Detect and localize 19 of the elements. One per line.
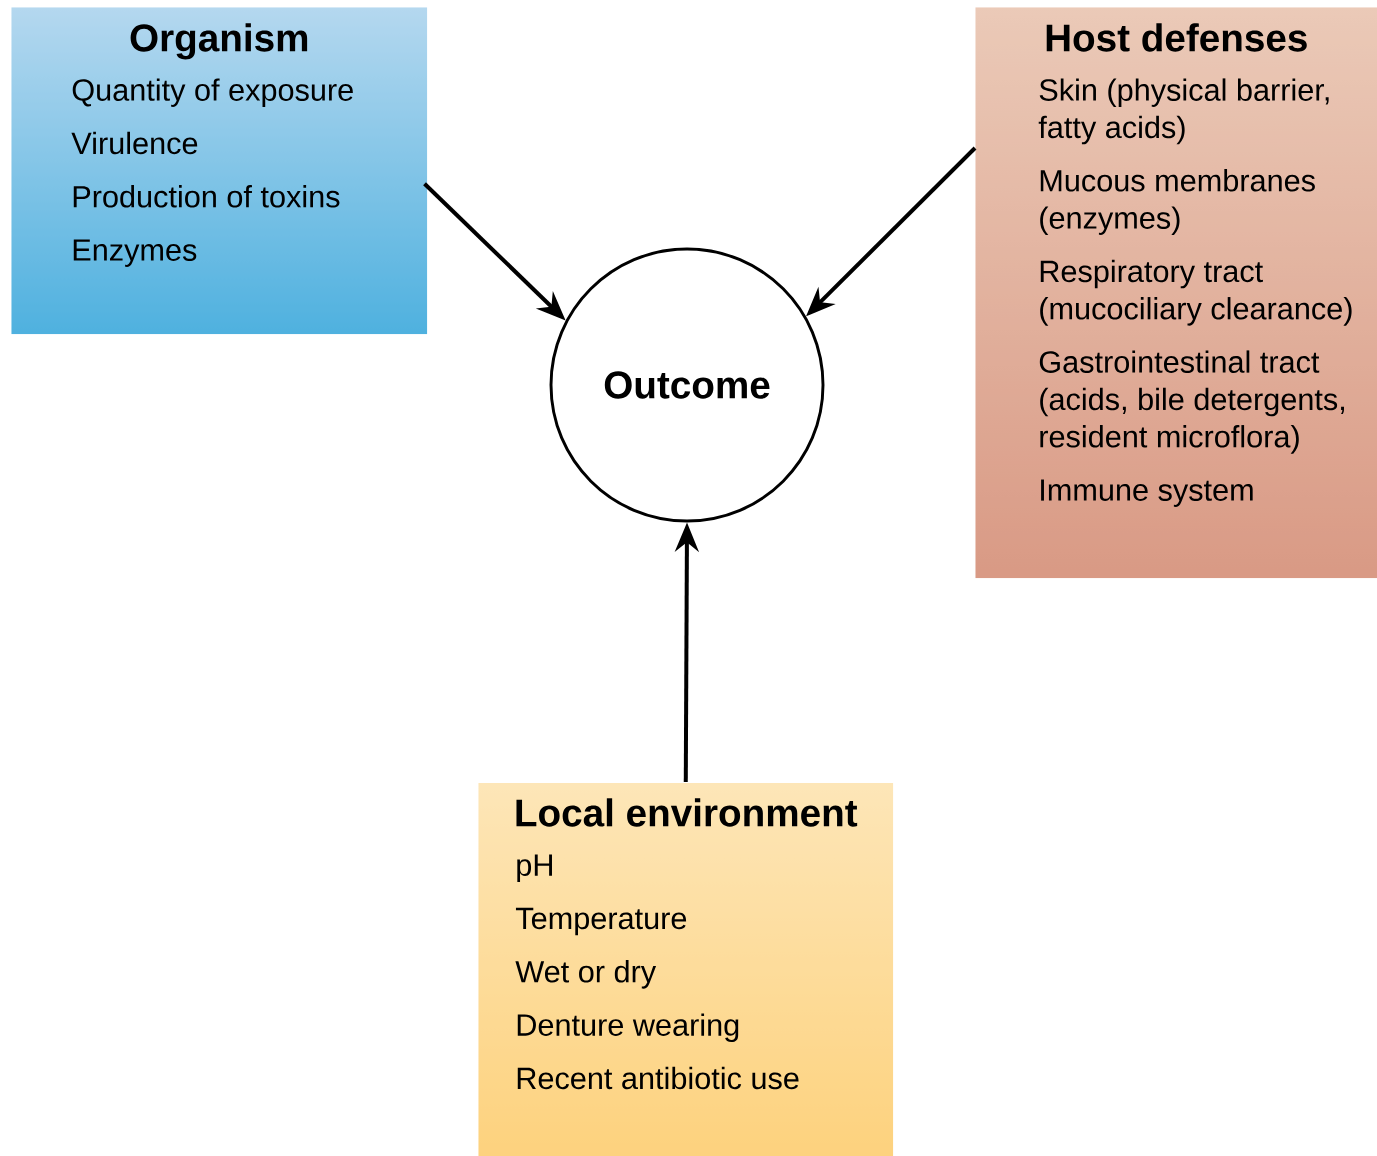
list-item: Wet or dry xyxy=(515,960,657,989)
list-item: Virulence xyxy=(71,131,198,155)
list-item: pH xyxy=(517,854,552,882)
list-item: Immune system xyxy=(1041,479,1253,507)
list-item: Respiratory tract (mucociliary clearance) xyxy=(1040,259,1352,326)
list-item: Enzymes xyxy=(73,239,197,267)
box-heading: Local environment xyxy=(516,798,858,827)
list-item: Gastrointestinal tract (acids, bile detergents, resident microflora) xyxy=(1039,350,1344,454)
list-item: Quantity of exposure xyxy=(72,78,353,107)
list-item: Production of toxins xyxy=(73,185,340,208)
box-heading: Host defenses xyxy=(1046,23,1307,52)
list-item: Skin (physical barrier, fatty acids) xyxy=(1038,78,1329,145)
list-item: Temperature xyxy=(515,907,687,936)
list-item: Denture wearing xyxy=(517,1013,739,1042)
node-label: Outcome xyxy=(604,371,770,399)
list-item: Recent antibiotic use xyxy=(517,1066,799,1090)
list-item: Mucous membranes (enzymes) xyxy=(1040,169,1315,235)
outcome-circle xyxy=(549,247,825,523)
box-heading: Organism xyxy=(130,23,308,60)
